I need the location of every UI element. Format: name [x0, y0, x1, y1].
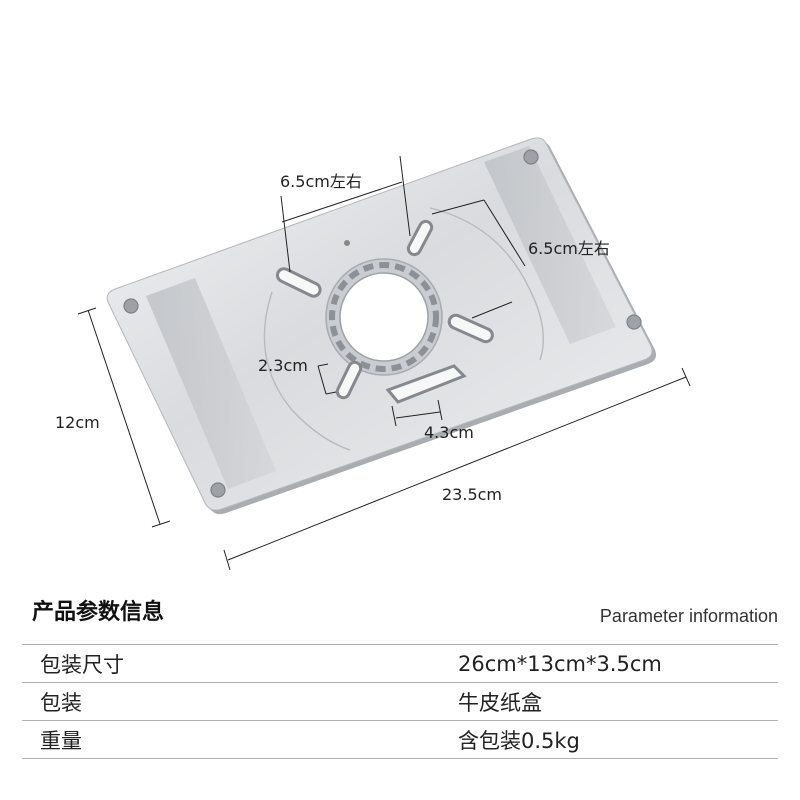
spec-label: 包装尺寸: [22, 644, 458, 683]
left-ruler: [146, 278, 276, 489]
spec-row: 包装尺寸 26cm*13cm*3.5cm: [22, 644, 778, 683]
spec-label: 重量: [22, 720, 458, 759]
guide-arcs: [263, 207, 545, 451]
height-label: 12cm: [55, 413, 100, 432]
dimension-lines: [77, 155, 691, 571]
center-opening: [325, 258, 443, 376]
pin-hole: [344, 240, 350, 246]
right-ruler: [484, 146, 616, 344]
router-plate-illustration: [77, 137, 691, 571]
spec-value: 含包装0.5kg: [458, 720, 778, 759]
right-hole-spacing-label: 6.5cm左右: [528, 239, 610, 258]
section-subtitle: Parameter information: [599, 606, 778, 626]
spec-row: 包装 牛皮纸盒: [22, 682, 778, 721]
slot-length-label: 2.3cm: [258, 356, 308, 375]
top-hole-spacing-label: 6.5cm左右: [280, 172, 362, 191]
bottom-slot: [385, 364, 467, 404]
section-title: 产品参数信息: [32, 600, 165, 625]
spec-row: 重量 含包装0.5kg: [22, 720, 778, 759]
length-label: 23.5cm: [442, 485, 503, 504]
spec-value: 牛皮纸盒: [458, 682, 778, 721]
spec-table: 包装尺寸 26cm*13cm*3.5cm 包装 牛皮纸盒 重量 含包装0.5kg: [22, 644, 778, 759]
spec-value: 26cm*13cm*3.5cm: [458, 644, 778, 683]
spec-label: 包装: [22, 682, 458, 721]
product-image: 6.5cm左右 6.5cm左右 2.3cm 4.3cm 12cm 23.5cm: [55, 137, 691, 571]
mounting-holes: [123, 149, 642, 498]
adjustment-slots: [275, 219, 494, 400]
slot-width-label: 4.3cm: [424, 423, 474, 442]
